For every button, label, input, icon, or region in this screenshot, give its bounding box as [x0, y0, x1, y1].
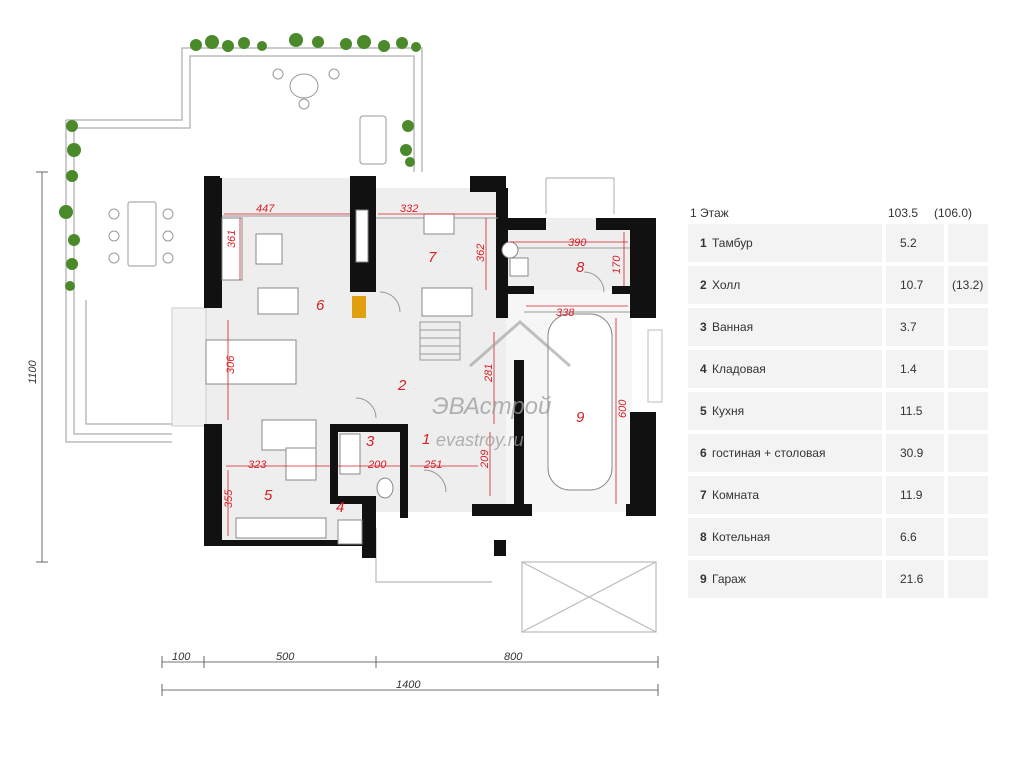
room-num: 4 [700, 362, 707, 376]
room-number: 3 [366, 433, 375, 450]
dimension-label: 251 [423, 459, 442, 471]
outdoor-furniture [108, 68, 387, 267]
outer-dimension-label: 100 [172, 651, 191, 663]
room-number: 1 [422, 431, 430, 448]
room-num: 6 [700, 446, 707, 460]
dimension-label: 209 [479, 450, 491, 469]
room-number: 5 [264, 487, 273, 504]
room-area: 5.2 [900, 236, 917, 250]
table-row: 3 Ванная 3.7 [688, 308, 988, 346]
dimension-label: 306 [225, 355, 237, 374]
room-name: Ванная [712, 320, 754, 334]
table-row: 5 Кухня 11.5 [688, 392, 988, 430]
interior-lines [222, 215, 630, 493]
dimension-label: 390 [568, 237, 587, 249]
room-area: 11.5 [900, 404, 923, 418]
room-area: 6.6 [900, 530, 917, 544]
plants [59, 33, 421, 291]
room-name: Котельная [712, 530, 771, 544]
room-number: 6 [316, 297, 325, 314]
table-row: 4 Кладовая 1.4 [688, 350, 988, 388]
room-name: Кухня [712, 404, 745, 418]
room-number: 9 [576, 409, 585, 426]
outer-dimension-label: 1100 [27, 359, 39, 384]
room-num: 3 [700, 320, 707, 334]
dimension-label: 355 [223, 489, 235, 508]
furniture [205, 209, 613, 545]
total-area: 103.5 [888, 206, 919, 220]
room-name: Комната [712, 488, 759, 502]
table-row: 9 Гараж 21.6 [688, 560, 988, 598]
room-name: Тамбур [712, 236, 753, 250]
table-row: 2 Холл 10.7 (13.2) [688, 266, 988, 304]
table-row: 7 Комната 11.9 [688, 476, 988, 514]
total-area-alt: (106.0) [934, 206, 973, 220]
floor-title: 1 Этаж [690, 206, 729, 220]
room-name: Кладовая [712, 362, 766, 376]
room-num: 9 [700, 572, 707, 586]
room-area: 3.7 [900, 320, 917, 334]
table-row: 1 Тамбур 5.2 [688, 224, 988, 262]
dimension-label: 338 [556, 307, 575, 319]
room-name: Холл [712, 278, 741, 292]
room-name: Гараж [712, 572, 746, 586]
dimension-label: 281 [483, 364, 495, 383]
room-num: 8 [700, 530, 707, 544]
dimension-label: 200 [367, 459, 387, 471]
dimension-label: 362 [475, 244, 487, 262]
table-row: 6 гостиная + столовая 30.9 [688, 434, 988, 472]
room-number: 4 [336, 499, 344, 516]
dimension-label: 170 [611, 255, 623, 274]
outer-dimension-lines [36, 171, 659, 696]
dimension-label: 447 [256, 203, 275, 215]
watermark: ЭВАстрой evastroy.ru [432, 320, 571, 450]
table-row: 8 Котельная 6.6 [688, 518, 988, 556]
room-name: гостиная + столовая [712, 446, 826, 460]
room-area-table: 1 Этаж 103.5 (106.0) 1 Тамбур 5.2 2 Холл… [688, 204, 988, 602]
watermark-brand: ЭВАстрой [432, 393, 551, 420]
room-number: 7 [428, 249, 437, 266]
room-num: 7 [700, 488, 707, 502]
room-area: 30.9 [900, 446, 924, 460]
room-area: 1.4 [900, 362, 917, 376]
room-area: 10.7 [900, 278, 924, 292]
room-number: 2 [397, 377, 407, 394]
room-num: 5 [700, 404, 707, 418]
dimension-lines [224, 213, 628, 536]
room-number: 8 [576, 259, 585, 276]
terrace [65, 47, 423, 443]
outer-dimension-label: 500 [276, 651, 295, 663]
watermark-site: evastroy.ru [436, 430, 524, 450]
room-area: 11.9 [900, 488, 923, 502]
dimension-label: 600 [617, 399, 629, 418]
dimension-label: 361 [226, 230, 238, 248]
dimension-label: 332 [400, 203, 418, 215]
table-header: 1 Этаж 103.5 (106.0) [688, 204, 988, 224]
outer-dimension-label: 800 [504, 651, 523, 663]
floor-plan: 1 2 3 4 5 6 7 8 9 447 332 390 338 361 36… [27, 33, 663, 696]
room-area: 21.6 [900, 572, 924, 586]
outer-dimension-label: 1400 [396, 679, 421, 691]
room-area-alt: (13.2) [952, 278, 984, 292]
dimension-label: 323 [248, 459, 267, 471]
room-num: 2 [700, 278, 707, 292]
room-num: 1 [700, 236, 707, 250]
